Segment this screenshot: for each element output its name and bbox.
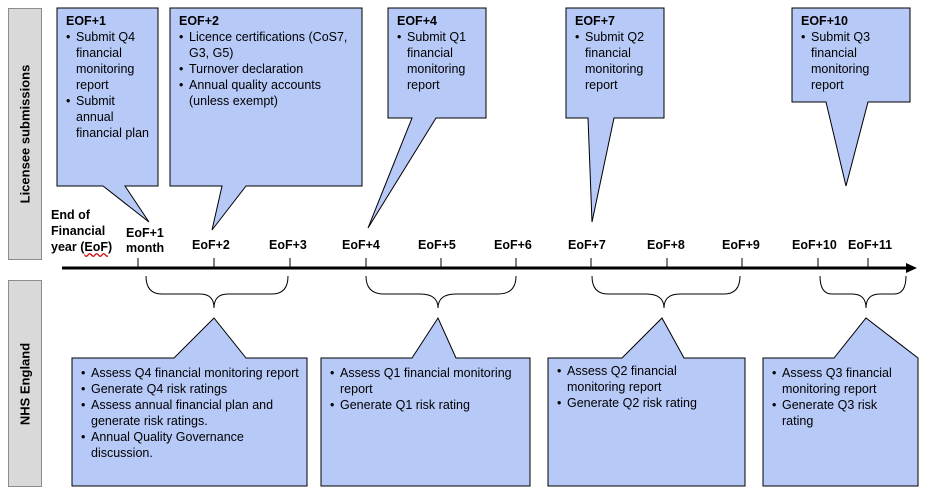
- timeline-arrowhead: [906, 263, 917, 273]
- tick-label-eof4: EoF+4: [342, 238, 380, 252]
- callout-nhs-q2-item: Generate Q2 risk rating: [557, 395, 737, 411]
- tick-label-eof5: EoF+5: [418, 238, 456, 252]
- tick-label-eof2: EoF+2: [192, 238, 230, 252]
- callout-eof1-title: EOF+1: [66, 14, 106, 28]
- callout-eof1: EOF+1 Submit Q4 financial monitoring rep…: [58, 11, 158, 143]
- callout-eof2: EOF+2 Licence certifications (CoS7, G3, …: [171, 11, 361, 111]
- brace-q3: [819, 275, 907, 309]
- brace-q2: [591, 275, 741, 309]
- callout-eof2-item: Turnover declaration: [179, 61, 353, 77]
- callout-eof4-item: Submit Q1 financial monitoring report: [397, 29, 478, 93]
- tick-label-eof6: EoF+6: [494, 238, 532, 252]
- licensee-submissions-band: Licensee submissions: [8, 8, 42, 260]
- callout-nhs-q3-item: Generate Q3 risk rating: [772, 397, 910, 429]
- callout-nhs-q2: Assess Q2 financial monitoring report Ge…: [549, 357, 745, 417]
- nhs-england-band: NHS England: [8, 280, 42, 487]
- callout-nhs-q2-item: Assess Q2 financial monitoring report: [557, 363, 737, 395]
- callout-eof10-item: Submit Q3 financial monitoring report: [801, 29, 885, 93]
- callout-nhs-q4-item: Annual Quality Governance discussion.: [81, 429, 299, 461]
- callout-eof2-title: EOF+2: [179, 14, 219, 28]
- tick-label-eof9: EoF+9: [722, 238, 760, 252]
- callout-eof4-title: EOF+4: [397, 14, 437, 28]
- callout-eof10: EOF+10 Submit Q3 financial monitoring re…: [793, 11, 909, 95]
- brace-q4: [145, 275, 289, 309]
- callout-eof2-item: Licence certifications (CoS7, G3, G5): [179, 29, 353, 61]
- callout-eof1-item: Submit annual financial plan: [66, 93, 150, 141]
- callout-nhs-q3-item: Assess Q3 financial monitoring report: [772, 365, 910, 397]
- end-of-financial-year-label: End of Financial year (EoF): [51, 208, 113, 254]
- callout-nhs-q4: Assess Q4 financial monitoring report Ge…: [73, 359, 307, 467]
- callout-nhs-q1: Assess Q1 financial monitoring report Ge…: [322, 359, 530, 419]
- tick-label-eof3: EoF+3: [269, 238, 307, 252]
- callout-eof10-title: EOF+10: [801, 14, 848, 28]
- callout-eof7: EOF+7 Submit Q2 financial monitoring rep…: [567, 11, 664, 95]
- tick-label-eof8: EoF+8: [647, 238, 685, 252]
- callout-nhs-q1-item: Assess Q1 financial monitoring report: [330, 365, 522, 397]
- callout-nhs-q4-item: Assess annual financial plan and generat…: [81, 397, 299, 429]
- callout-nhs-q3: Assess Q3 financial monitoring report Ge…: [764, 359, 918, 435]
- callout-nhs-q1-item: Generate Q1 risk rating: [330, 397, 522, 413]
- brace-q1: [365, 275, 517, 309]
- callout-nhs-q4-item: Generate Q4 risk ratings: [81, 381, 299, 397]
- callout-eof4: EOF+4 Submit Q1 financial monitoring rep…: [389, 11, 486, 95]
- tick-label-eof10: EoF+10: [792, 238, 837, 252]
- tick-label-eof11: EoF+11: [848, 238, 893, 252]
- callout-eof7-title: EOF+7: [575, 14, 615, 28]
- tick-label-eof1: EoF+1 month: [126, 226, 165, 255]
- callout-nhs-q4-item: Assess Q4 financial monitoring report: [81, 365, 299, 381]
- tick-label-eof7: EoF+7: [568, 238, 606, 252]
- callout-eof7-item: Submit Q2 financial monitoring report: [575, 29, 656, 93]
- callout-eof1-item: Submit Q4 financial monitoring report: [66, 29, 150, 93]
- callout-eof2-item: Annual quality accounts (unless exempt): [179, 77, 353, 109]
